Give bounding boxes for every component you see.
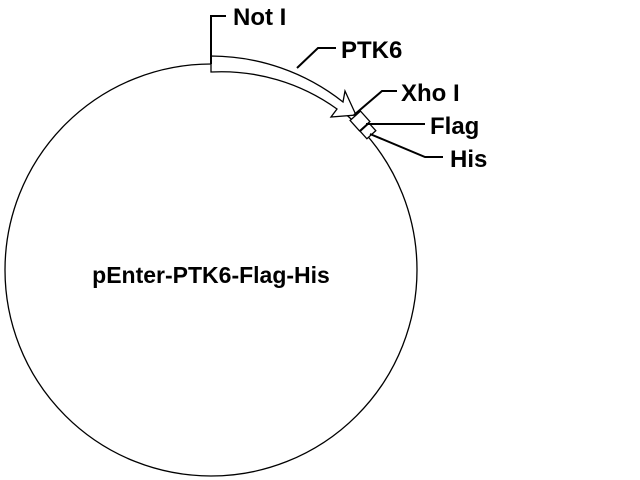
plasmid-name: pEnter-PTK6-Flag-His <box>92 262 330 288</box>
xho-i-label: Xho I <box>401 80 460 107</box>
xho-i-leader-line <box>353 90 397 116</box>
flag-label: Flag <box>430 113 479 140</box>
flag-tag-box <box>349 110 371 132</box>
ptk6-label: PTK6 <box>341 37 402 64</box>
his-label: His <box>450 146 487 173</box>
his-leader-line <box>369 133 443 158</box>
ptk6-leader-line <box>296 47 336 69</box>
ptk6-gene-arrow <box>210 55 357 118</box>
not-i-leader-line <box>210 15 226 64</box>
not-i-label: Not I <box>233 4 286 31</box>
